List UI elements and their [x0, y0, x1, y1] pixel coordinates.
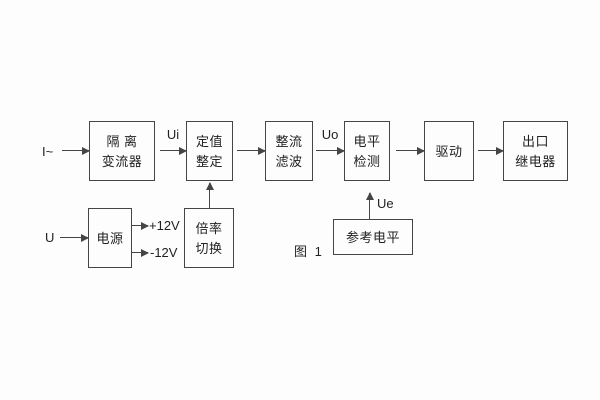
block-ratio-switch: 倍率 切换	[184, 208, 234, 268]
block-label-line2: 继电器	[515, 153, 556, 169]
block-label-line2: 切换	[195, 240, 223, 256]
block-drive: 驱动	[424, 121, 474, 181]
input-current-label: I~	[42, 144, 54, 159]
block-label-line1: 电源	[96, 230, 124, 246]
block-label-line1: 隔 离	[106, 133, 138, 149]
arrow-right-icon	[160, 146, 187, 155]
block-label-line1: 整流	[275, 133, 303, 149]
arrow-right-icon	[237, 146, 266, 155]
block-label-line1: 出口	[521, 133, 549, 149]
signal-uo-label: Uo	[321, 127, 339, 142]
arrow-right-icon	[132, 248, 149, 257]
arrow-right-icon	[478, 146, 504, 155]
block-label-line1: 倍率	[195, 220, 223, 236]
block-label-line1: 电平	[353, 133, 381, 149]
block-label-line2: 检测	[353, 153, 381, 169]
block-reference-level: 参考电平	[333, 219, 413, 255]
signal-ue-label: Ue	[377, 196, 394, 211]
block-label-line2: 整定	[195, 153, 223, 169]
block-label-line1: 参考电平	[345, 229, 400, 245]
signal-plus12v-label: +12V	[149, 218, 180, 233]
block-isolation-transformer: 隔 离 变流器	[89, 121, 155, 181]
arrow-right-icon	[62, 146, 90, 155]
block-level-detection: 电平 检测	[344, 121, 390, 181]
arrow-right-icon	[132, 221, 149, 230]
arrow-right-icon	[396, 146, 425, 155]
block-label-line1: 驱动	[435, 143, 463, 159]
block-power-supply: 电源	[88, 208, 132, 268]
signal-minus12v-label: -12V	[150, 245, 178, 260]
arrow-up-icon	[365, 192, 374, 219]
block-label-line2: 变流器	[101, 153, 143, 169]
figure-caption: 图 1	[294, 244, 324, 259]
arrow-up-icon	[205, 182, 214, 208]
signal-ui-label: Ui	[166, 127, 180, 142]
block-output-relay: 出口 继电器	[503, 121, 568, 181]
block-label-line2: 滤波	[275, 153, 303, 169]
arrow-right-icon	[316, 146, 345, 155]
arrow-right-icon	[60, 233, 89, 242]
input-voltage-label: U	[45, 230, 55, 245]
block-setting-adjustment: 定值 整定	[186, 121, 233, 181]
block-label-line1: 定值	[195, 133, 223, 149]
block-rectifier-filter: 整流 滤波	[265, 121, 313, 181]
